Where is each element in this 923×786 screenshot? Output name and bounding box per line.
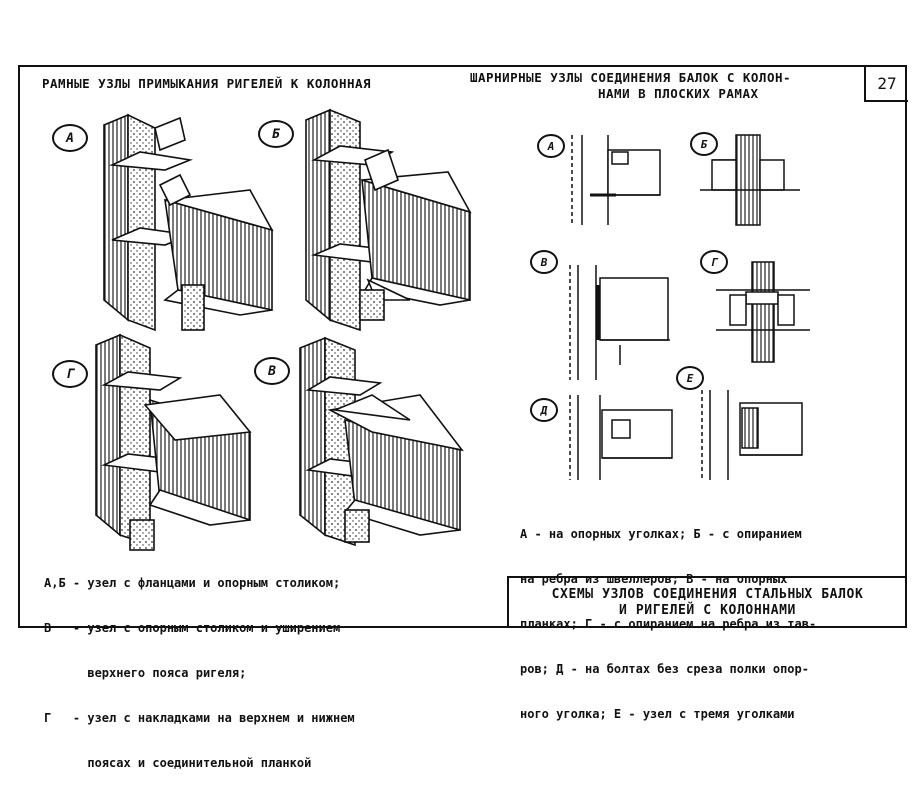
hinged-node-g xyxy=(716,261,810,363)
right-legend-line: ного уголка; Е - узел с тремя уголками xyxy=(520,707,795,721)
node-b-isometric xyxy=(305,108,472,332)
node-g-isometric xyxy=(95,333,252,551)
hinged-label-a: А xyxy=(537,134,565,158)
node-v-isometric xyxy=(299,336,464,547)
page-number: 27 xyxy=(877,73,897,93)
hinged-node-e xyxy=(701,390,803,480)
hinged-node-v xyxy=(569,265,670,380)
drawing-label-g: Г xyxy=(52,360,88,388)
node-a-isometric xyxy=(103,113,274,332)
title-block-line1: СХЕМЫ УЗЛОВ СОЕДИНЕНИЯ СТАЛЬНЫХ БАЛОК xyxy=(551,586,864,602)
page-number-box: 27 xyxy=(864,66,908,102)
hinged-label-d: Д xyxy=(530,398,558,422)
title-block-line2: И РИГЕЛЕЙ С КОЛОННАМИ xyxy=(619,602,796,618)
right-legend-line: ров; Д - на болтах без среза полки опор- xyxy=(520,662,809,676)
hinged-label-v: В xyxy=(530,250,558,274)
left-legend-line: поясах и соединительной планкой xyxy=(44,756,312,770)
hinged-label-b: Б xyxy=(690,132,718,156)
drawing-label-b: Б xyxy=(258,120,294,148)
left-legend-line: А,Б - узел с фланцами и опорным столиком… xyxy=(44,576,341,590)
hinged-label-g: Г xyxy=(700,250,728,274)
right-legend-line: планках; Г - с опиранием на ребра из тав… xyxy=(520,617,817,631)
hinged-node-b xyxy=(700,134,800,226)
left-legend-line: верхнего пояса ригеля; xyxy=(44,666,247,680)
drawings-layer xyxy=(95,108,810,551)
right-section-title-line1: ШАРНИРНЫЕ УЗЛЫ СОЕДИНЕНИЯ БАЛОК С КОЛОН- xyxy=(470,70,792,85)
left-section-title: РАМНЫЕ УЗЛЫ ПРИМЫКАНИЯ РИГЕЛЕЙ К КОЛОННА… xyxy=(42,76,372,91)
left-legend: А,Б - узел с фланцами и опорным столиком… xyxy=(44,546,355,786)
right-legend-line: А - на опорных уголках; Б - с опиранием xyxy=(520,527,802,541)
sheet-frame xyxy=(18,65,907,628)
left-legend-line: Г - узел с накладками на верхнем и нижне… xyxy=(44,711,355,725)
drawing-label-v: В xyxy=(254,357,290,385)
drawing-label-a: А xyxy=(52,124,88,152)
hinged-label-e: Е xyxy=(676,366,704,390)
right-section-title-line2: НАМИ В ПЛОСКИХ РАМАХ xyxy=(598,86,759,101)
left-legend-line: В - узел с опорным столиком и уширением xyxy=(44,621,341,635)
right-legend-line: на ребра из швеллеров; В - на опорных xyxy=(520,572,788,586)
hinged-node-d xyxy=(569,395,673,480)
title-block: СХЕМЫ УЗЛОВ СОЕДИНЕНИЯ СТАЛЬНЫХ БАЛОК И … xyxy=(507,576,906,627)
hinged-node-a xyxy=(571,135,661,225)
